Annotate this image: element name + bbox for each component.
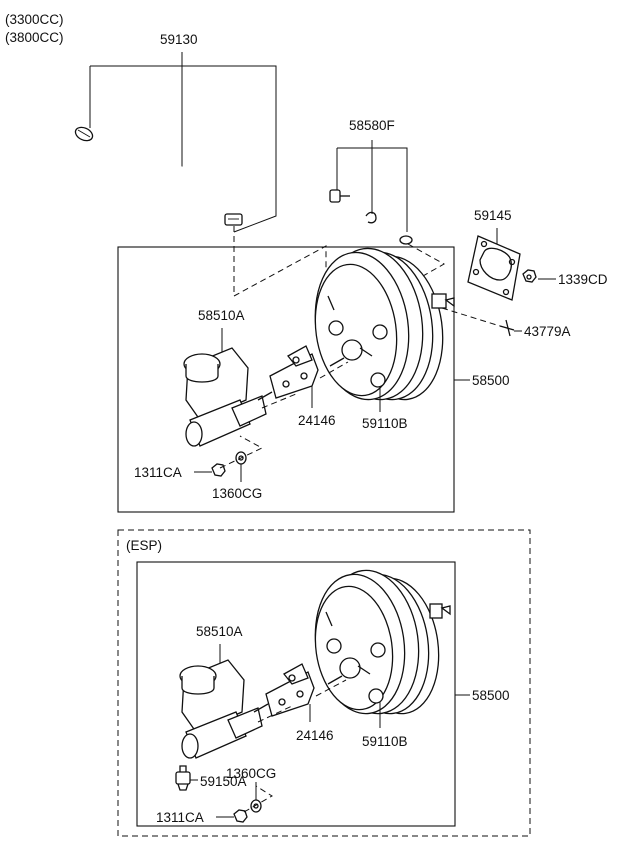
- clevis-pin: [499, 319, 515, 337]
- esp-title: (ESP): [126, 538, 162, 553]
- booster-gasket: [467, 235, 521, 301]
- label-1360CG-esp: 1360CG: [226, 766, 276, 781]
- washer-1360CG-esp: [250, 799, 262, 813]
- mounting-bracket-esp: [265, 663, 315, 717]
- label-1339CD: 1339CD: [558, 272, 608, 287]
- vacuum-hose: [74, 126, 243, 226]
- label-59145: 59145: [474, 208, 512, 223]
- nut-1311CA-top: [211, 463, 226, 477]
- master-cylinder-top: [183, 347, 273, 447]
- mounting-bracket-top: [269, 345, 319, 399]
- label-58580F: 58580F: [349, 118, 395, 133]
- nut-1339CD: [522, 269, 537, 283]
- label-58500-top: 58500: [472, 373, 510, 388]
- label-58500-esp: 58500: [472, 688, 510, 703]
- engine-note-3300cc: (3300CC): [5, 12, 64, 27]
- label-59130: 59130: [160, 32, 198, 47]
- label-58510A-esp: 58510A: [196, 624, 243, 639]
- label-1311CA-top: 1311CA: [134, 465, 182, 480]
- grommet: [399, 235, 413, 245]
- master-cylinder-esp: [179, 659, 269, 759]
- engine-note-3800cc: (3800CC): [5, 30, 64, 45]
- brake-booster-top: [314, 247, 455, 401]
- top-section: 59130 58580F 59145: [74, 32, 608, 513]
- esp-outer-dashed-frame: [117, 529, 531, 837]
- label-1360CG-top: 1360CG: [212, 486, 262, 501]
- label-24146-top: 24146: [298, 413, 336, 428]
- label-43779A: 43779A: [524, 324, 571, 339]
- brake-booster-esp: [314, 569, 451, 715]
- label-58510A-top: 58510A: [198, 308, 245, 323]
- label-59110B-esp: 59110B: [362, 734, 408, 749]
- nut-1311CA-esp: [233, 809, 248, 823]
- label-59110B-top: 59110B: [362, 416, 408, 431]
- esp-assembly-frame: [136, 561, 456, 827]
- check-valve-fitting: [329, 189, 350, 203]
- retaining-clip: [365, 211, 377, 224]
- label-24146-esp: 24146: [296, 728, 334, 743]
- pressure-sensor: [175, 765, 191, 791]
- label-59150A: 59150A: [200, 774, 247, 789]
- esp-section: (ESP) 58500 59110B: [117, 529, 531, 837]
- label-1311CA-esp: 1311CA: [156, 810, 204, 825]
